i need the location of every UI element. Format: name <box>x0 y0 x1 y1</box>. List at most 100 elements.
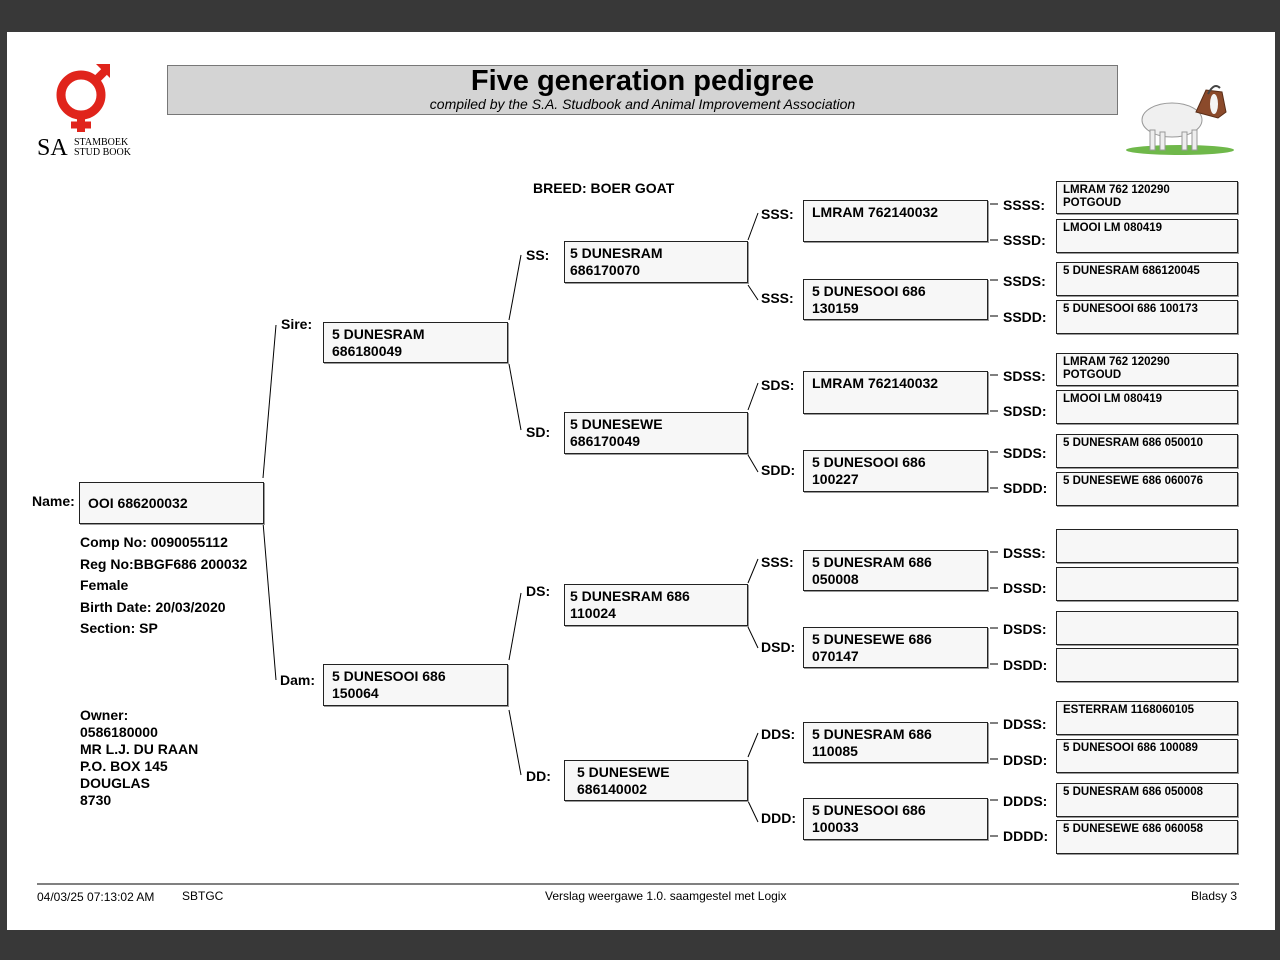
ssss-name-2: POTGOUD <box>1063 197 1122 209</box>
ds-name: 5 DUNESRAM 686 <box>570 588 690 604</box>
owner-code: 8730 <box>80 792 112 808</box>
sdds-name: 5 DUNESRAM 686 050010 <box>1063 437 1203 449</box>
sire-number: 686180049 <box>332 343 403 359</box>
sds-label: SDS: <box>761 377 795 393</box>
dss-label: SSS: <box>761 554 794 570</box>
ddds-name: 5 DUNESRAM 686 050008 <box>1063 786 1203 798</box>
ssd-name: 5 DUNESOOI 686 <box>812 283 926 299</box>
sdd-name: 5 DUNESOOI 686 <box>812 454 926 470</box>
sddd-box: 5 DUNESEWE 686 060076 <box>1056 472 1238 506</box>
dsd-label: DSD: <box>761 639 796 655</box>
sdss-name-2: POTGOUD <box>1063 369 1122 381</box>
dss-name: 5 DUNESRAM 686 <box>812 554 932 570</box>
dam-name: 5 DUNESOOI 686 <box>332 668 446 684</box>
sd-box: 5 DUNESEWE 686170049 <box>564 412 748 454</box>
sss-name: LMRAM 762140032 <box>812 204 939 220</box>
viewer-top-bar <box>0 0 1280 30</box>
title-banner: Five generation pedigree compiled by the… <box>167 65 1118 115</box>
ddd-name: 5 DUNESOOI 686 <box>812 802 926 818</box>
ddss-box: ESTERRAM 1168060105 <box>1056 701 1238 735</box>
dd-label: DD: <box>526 768 551 784</box>
dds-box: 5 DUNESRAM 686 110085 <box>803 722 988 763</box>
ss-name: 5 DUNESRAM <box>570 245 663 261</box>
dsss-label: DSSS: <box>1003 545 1046 561</box>
sssd-box: LMOOI LM 080419 <box>1056 219 1238 253</box>
ddss-name: ESTERRAM 1168060105 <box>1063 704 1195 716</box>
sdss-box: LMRAM 762 120290 POTGOUD <box>1056 353 1238 386</box>
logo-stamboek-text: STAMBOEK <box>74 137 129 148</box>
dds-name: 5 DUNESRAM 686 <box>812 726 932 742</box>
ds-label: DS: <box>526 583 551 599</box>
sss-label: SSS: <box>761 206 794 222</box>
section: Section: SP <box>80 620 158 636</box>
sdsd-box: LMOOI LM 080419 <box>1056 390 1238 424</box>
ddds-label: DDDS: <box>1003 793 1048 809</box>
dssd-box <box>1056 567 1238 601</box>
sdss-label: SDSS: <box>1003 368 1046 384</box>
dsd-number: 070147 <box>812 648 859 664</box>
breed-label: BREED: BOER GOAT <box>533 180 675 196</box>
sa-studbook-logo: SA STAMBOEK STUD BOOK <box>36 60 146 164</box>
dd-box: 5 DUNESEWE 686140002 <box>564 760 748 801</box>
ddd-label: DDD: <box>761 810 796 826</box>
dddd-box: 5 DUNESEWE 686 060058 <box>1056 820 1238 854</box>
sd-number: 686170049 <box>570 433 641 449</box>
dddd-label: DDDD: <box>1003 828 1049 844</box>
sdsd-name: LMOOI LM 080419 <box>1063 393 1163 405</box>
logo-sa-text: SA <box>37 135 68 161</box>
sdds-label: SDDS: <box>1003 445 1047 461</box>
ddd-number: 100033 <box>812 819 859 835</box>
sire-label: Sire: <box>281 316 313 332</box>
ssds-name: 5 DUNESRAM 686120045 <box>1063 265 1200 277</box>
ssds-box: 5 DUNESRAM 686120045 <box>1056 262 1238 296</box>
ds-box: 5 DUNESRAM 686 110024 <box>564 584 748 626</box>
sddd-name: 5 DUNESEWE 686 060076 <box>1063 475 1203 487</box>
dam-label: Dam: <box>280 672 316 688</box>
subject-animal-name: OOI 686200032 <box>88 495 188 511</box>
dds-label: DDS: <box>761 726 796 742</box>
footer-code: SBTGC <box>182 889 224 903</box>
ddsd-name: 5 DUNESOOI 686 100089 <box>1063 742 1198 754</box>
boer-goat-illustration <box>1126 85 1234 155</box>
ssd-number: 130159 <box>812 300 859 316</box>
ssdd-box: 5 DUNESOOI 686 100173 <box>1056 300 1238 334</box>
birth-date: Birth Date: 20/03/2020 <box>80 598 226 615</box>
gender-symbol-icon <box>56 64 110 132</box>
ds-number: 110024 <box>570 605 616 621</box>
sds-box: LMRAM 762140032 <box>803 371 988 414</box>
ssss-box: LMRAM 762 120290 POTGOUD <box>1056 181 1238 214</box>
footer-datetime: 04/03/25 07:13:02 AM <box>37 890 155 904</box>
owner-name: MR L.J. DU RAAN <box>80 741 199 757</box>
dsds-box <box>1056 611 1238 645</box>
dds-number: 110085 <box>812 743 858 759</box>
ssd-box: 5 DUNESOOI 686 130159 <box>803 279 988 320</box>
dd-number: 686140002 <box>577 781 648 797</box>
owner-details: Owner: 0586180000 MR L.J. DU RAAN P.O. B… <box>80 707 198 809</box>
sire-name: 5 DUNESRAM <box>332 326 425 342</box>
dd-name: 5 DUNESEWE <box>577 764 670 780</box>
dddd-name: 5 DUNESEWE 686 060058 <box>1063 823 1203 835</box>
ss-label: SS: <box>526 247 550 263</box>
dam-number: 150064 <box>332 685 379 701</box>
ddds-box: 5 DUNESRAM 686 050008 <box>1056 783 1238 817</box>
dam-box: 5 DUNESOOI 686 150064 <box>323 664 508 706</box>
viewer-bottom-bar <box>0 930 1280 960</box>
reg-no: Reg No:BBGF686 200032 <box>80 555 248 572</box>
ddsd-label: DDSD: <box>1003 752 1048 768</box>
dsdd-label: DSDD: <box>1003 657 1048 673</box>
ssss-name: LMRAM 762 120290 <box>1063 184 1170 196</box>
sssd-name: LMOOI LM 080419 <box>1063 222 1163 234</box>
ddd-box: 5 DUNESOOI 686 100033 <box>803 798 988 840</box>
dss-number: 050008 <box>812 571 859 587</box>
owner-label: Owner: <box>80 707 129 723</box>
owner-town: DOUGLAS <box>80 775 150 791</box>
sdss-name: LMRAM 762 120290 <box>1063 356 1170 368</box>
dssd-label: DSSD: <box>1003 580 1047 596</box>
sdds-box: 5 DUNESRAM 686 050010 <box>1056 434 1238 468</box>
animal-details: Comp No: 0090055112 Reg No:BBGF686 20003… <box>80 532 247 640</box>
ssds-label: SSDS: <box>1003 273 1046 289</box>
sire-box: 5 DUNESRAM 686180049 <box>323 322 508 363</box>
ddsd-box: 5 DUNESOOI 686 100089 <box>1056 739 1238 773</box>
ss-number: 686170070 <box>570 262 641 278</box>
